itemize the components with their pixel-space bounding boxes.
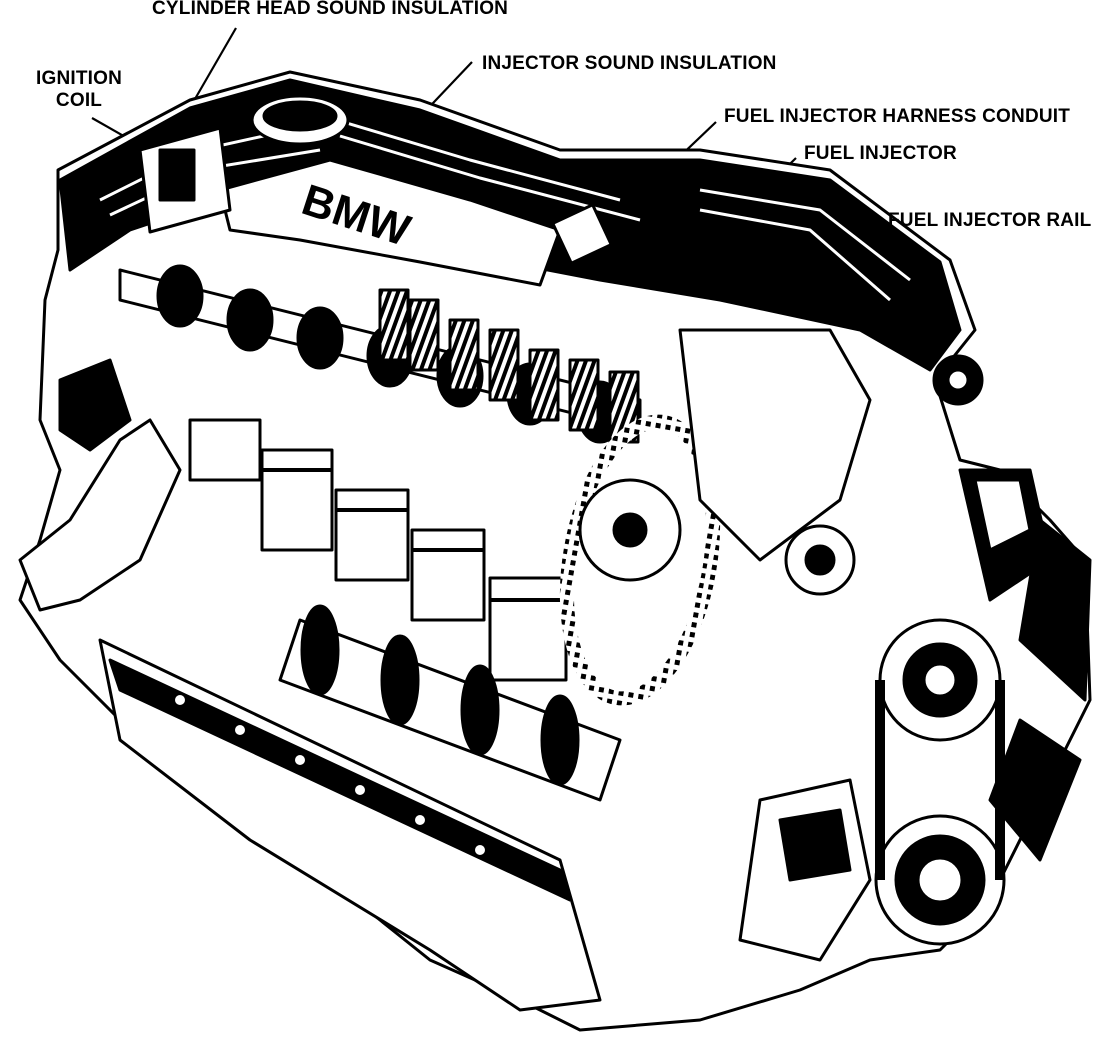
timing-chain bbox=[559, 414, 721, 706]
label-fuel-injector-harness-conduit: FUEL INJECTOR HARNESS CONDUIT bbox=[724, 106, 1071, 127]
label-ignition-coil: IGNITION COIL bbox=[36, 68, 123, 111]
pistons bbox=[188, 418, 568, 682]
harness-conduit-box bbox=[551, 203, 613, 265]
crank-webs bbox=[300, 604, 580, 786]
injector-sound-insulation-pad bbox=[218, 158, 562, 287]
label-fuel-injector: FUEL INJECTOR bbox=[804, 143, 957, 164]
label-cylinder-head-sound-insulation: CYLINDER HEAD SOUND INSULATION bbox=[152, 0, 509, 19]
piston-1 bbox=[188, 418, 262, 482]
label-injector-sound-insulation: INJECTOR SOUND INSULATION bbox=[482, 53, 777, 74]
crankshaft bbox=[278, 618, 622, 802]
drive-belt bbox=[875, 680, 1005, 880]
piston-2 bbox=[260, 448, 334, 552]
engine-body: BMW bbox=[18, 70, 1092, 1032]
piston-4 bbox=[410, 528, 486, 622]
label-fuel-injector-rail: FUEL INJECTOR RAIL bbox=[888, 210, 1092, 231]
intake-manifold bbox=[18, 418, 182, 612]
pan-bolts bbox=[173, 693, 487, 857]
piston-3 bbox=[334, 488, 410, 582]
piston-5 bbox=[488, 576, 568, 682]
valve-springs bbox=[378, 288, 640, 444]
timing-cover bbox=[678, 328, 872, 562]
